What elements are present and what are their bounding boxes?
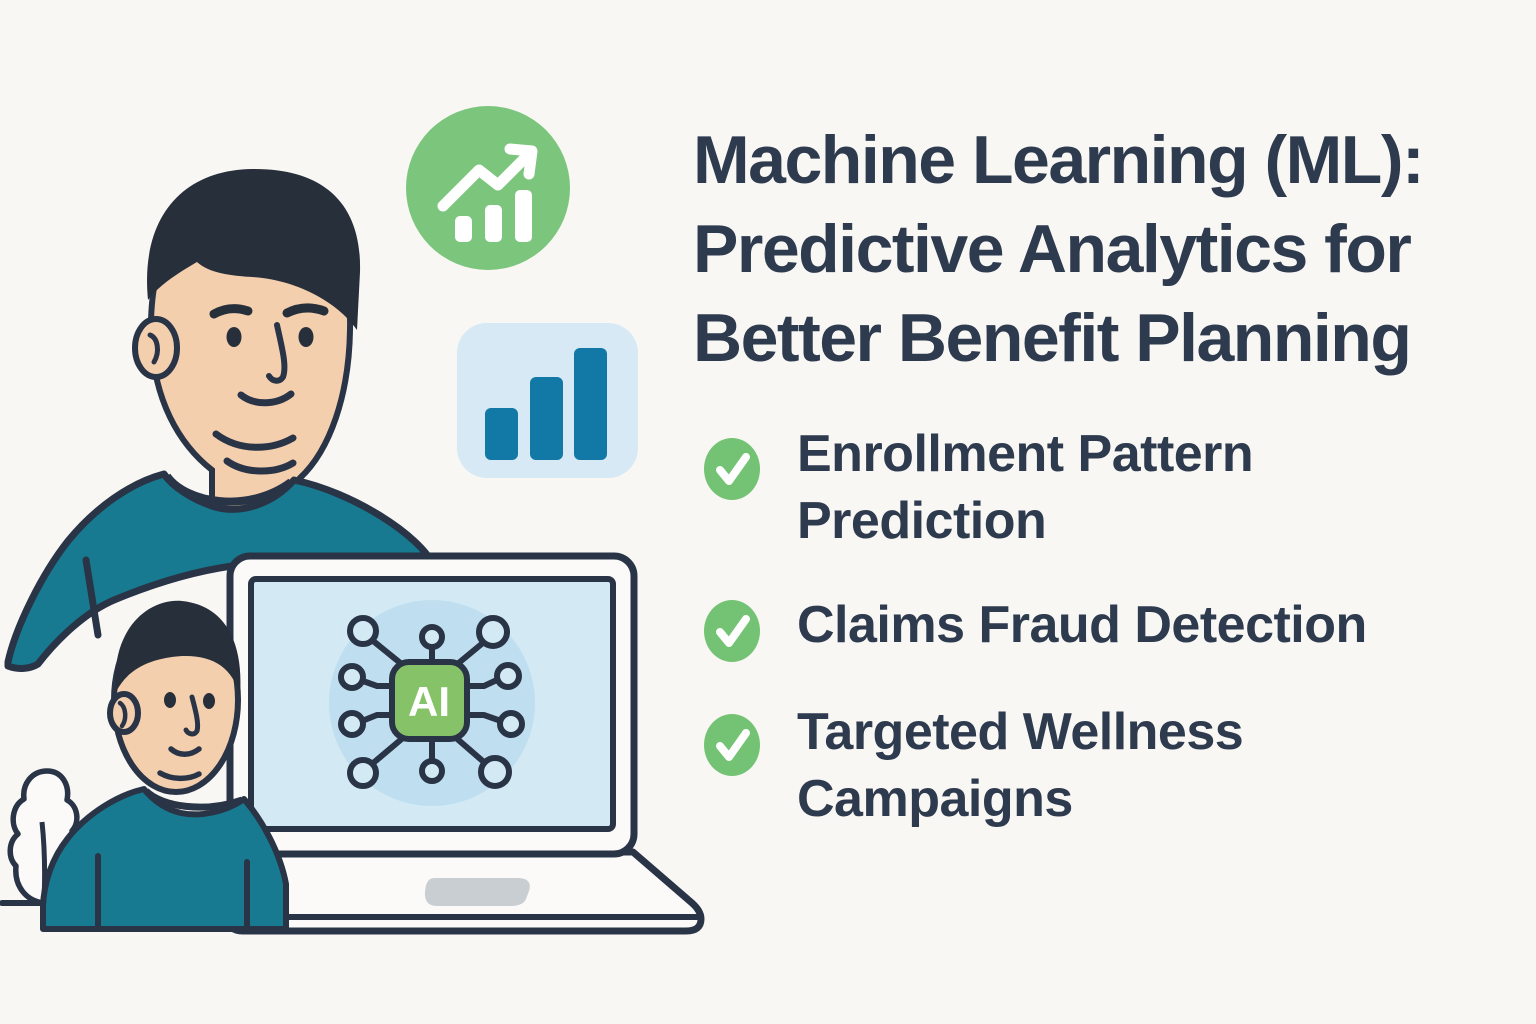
laptop: AI [224,552,705,935]
ai-chip-label: AI [408,678,450,725]
child-shirt [40,786,289,932]
growth-trend-icon [406,106,570,270]
child-hair [115,600,241,695]
bar-chart-icon [457,323,638,478]
bullet-line: Campaigns [797,770,1073,828]
bullet-item-claims: Claims Fraud Detection [703,592,1367,663]
adult-hair [147,168,361,330]
trackpad [424,878,530,906]
check-icon [704,438,760,500]
title-line-2: Predictive Analytics for [693,211,1412,287]
bullet-label: Targeted Wellness Campaigns [797,699,1244,833]
check-icon [704,714,760,776]
child-person [40,600,289,932]
check-icon [704,600,760,662]
bullet-item-enrollment: Enrollment Pattern Prediction [703,421,1254,555]
bullet-label: Enrollment Pattern Prediction [797,421,1254,555]
title-line-1: Machine Learning (ML): [693,122,1425,198]
bullet-line: Prediction [797,492,1047,550]
page-title: Machine Learning (ML): Predictive Analyt… [693,116,1523,383]
bullet-line: Targeted Wellness [797,703,1244,761]
bullet-line: Claims Fraud Detection [797,596,1367,654]
bullet-label: Claims Fraud Detection [797,592,1367,659]
title-line-3: Better Benefit Planning [693,300,1412,376]
bullet-item-wellness: Targeted Wellness Campaigns [703,699,1244,833]
bullet-line: Enrollment Pattern [797,425,1254,483]
ai-network-icon [338,615,525,789]
ai-chip [389,659,470,742]
